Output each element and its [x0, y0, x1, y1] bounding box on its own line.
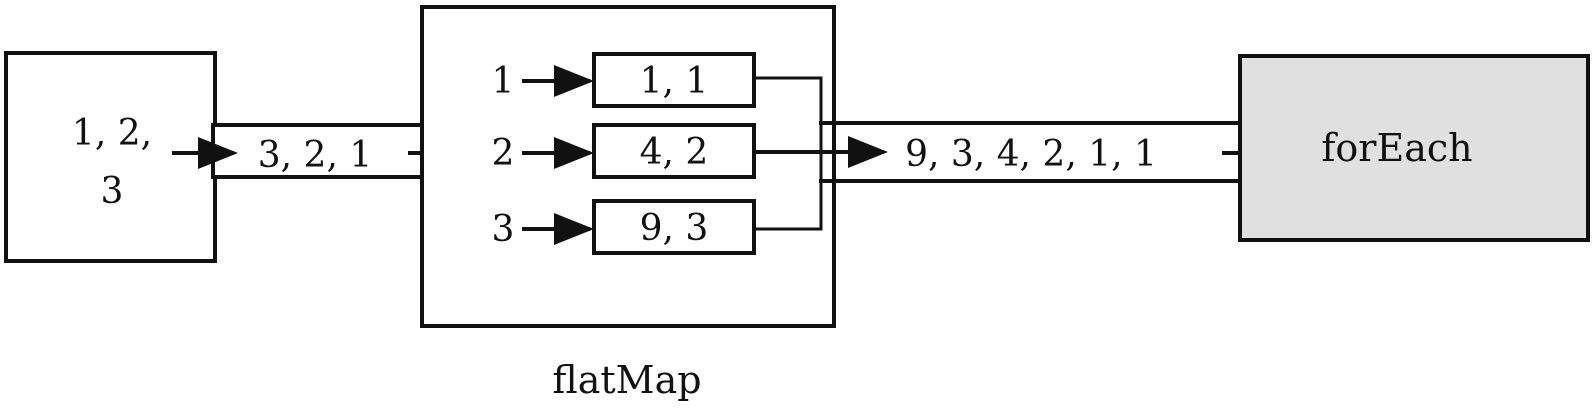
flatmap-row2-input: 2	[492, 133, 515, 174]
flatmap-row1-output: 1, 1	[640, 61, 709, 102]
terminal-box	[1238, 54, 1590, 242]
flatmap-row2-output: 4, 2	[640, 132, 709, 173]
flatmap-row2-output-box	[592, 123, 756, 179]
input-stream-label: 3, 2, 1	[258, 135, 373, 176]
source-values-line1: 1, 2,	[72, 113, 152, 154]
source-box	[4, 51, 217, 263]
flatmap-row1-output-box	[592, 52, 756, 108]
source-values-line2: 3	[101, 171, 124, 212]
flatmap-row1-input: 1	[492, 61, 515, 102]
flatmap-caption: flatMap	[552, 358, 701, 402]
terminal-label: forEach	[1321, 126, 1472, 170]
flatmap-row3-input: 3	[492, 209, 515, 250]
flatmap-row3-output: 9, 3	[640, 208, 709, 249]
flatmap-row3-output-box	[592, 199, 756, 255]
output-stream-label: 9, 3, 4, 2, 1, 1	[905, 134, 1157, 175]
